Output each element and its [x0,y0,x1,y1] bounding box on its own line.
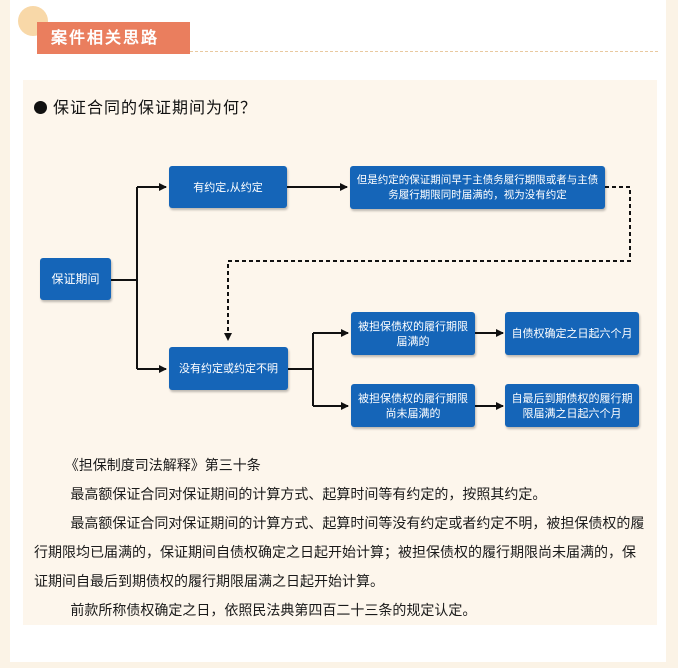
page-margin-right [666,0,678,668]
section-title-tag: 案件相关思路 [37,22,190,54]
diagram-node-term-expired: 被担保债权的履行期限届满的 [351,312,475,355]
diagram-node-root: 保证期间 [40,258,111,300]
question-text: 保证合同的保证期间为何？ [53,98,258,117]
question-heading: 保证合同的保证期间为何？ [34,94,257,118]
header-divider [190,51,658,52]
law-citation: 《担保制度司法解释》第三十条 [64,458,261,474]
diagram-node-term-not-expired: 被担保债权的履行期限尚未届满的 [351,384,475,427]
diagram-node-agreement-exception: 但是约定的保证期间早于主债务履行期限或者与主债务履行期限同时届满的，视为没有约定 [350,166,605,209]
law-paragraph-2: 最高额保证合同对保证期间的计算方式、起算时间等没有约定或者约定不明，被担保债权的… [34,516,645,590]
diagram-node-has-agreement: 有约定,从约定 [169,166,287,208]
law-paragraph-1: 最高额保证合同对保证期间的计算方式、起算时间等有约定的，按照其约定。 [70,487,547,503]
page-margin-bottom [0,662,678,668]
law-excerpt: 《担保制度司法解释》第三十条 最高额保证合同对保证期间的计算方式、起算时间等有约… [34,452,646,626]
diagram-node-no-agreement: 没有约定或约定不明 [169,347,288,390]
page-margin-left [0,0,10,668]
dashed-return-arrow [224,186,631,341]
diagram-node-term-expired-result: 自债权确定之日起六个月 [505,312,639,355]
bullet-icon [34,101,47,114]
law-paragraph-3: 前款所称债权确定之日，依照民法典第四百二十三条的规定认定。 [70,603,477,619]
diagram-node-term-not-expired-result: 自最后到期债权的履行期限届满之日起六个月 [505,384,639,427]
